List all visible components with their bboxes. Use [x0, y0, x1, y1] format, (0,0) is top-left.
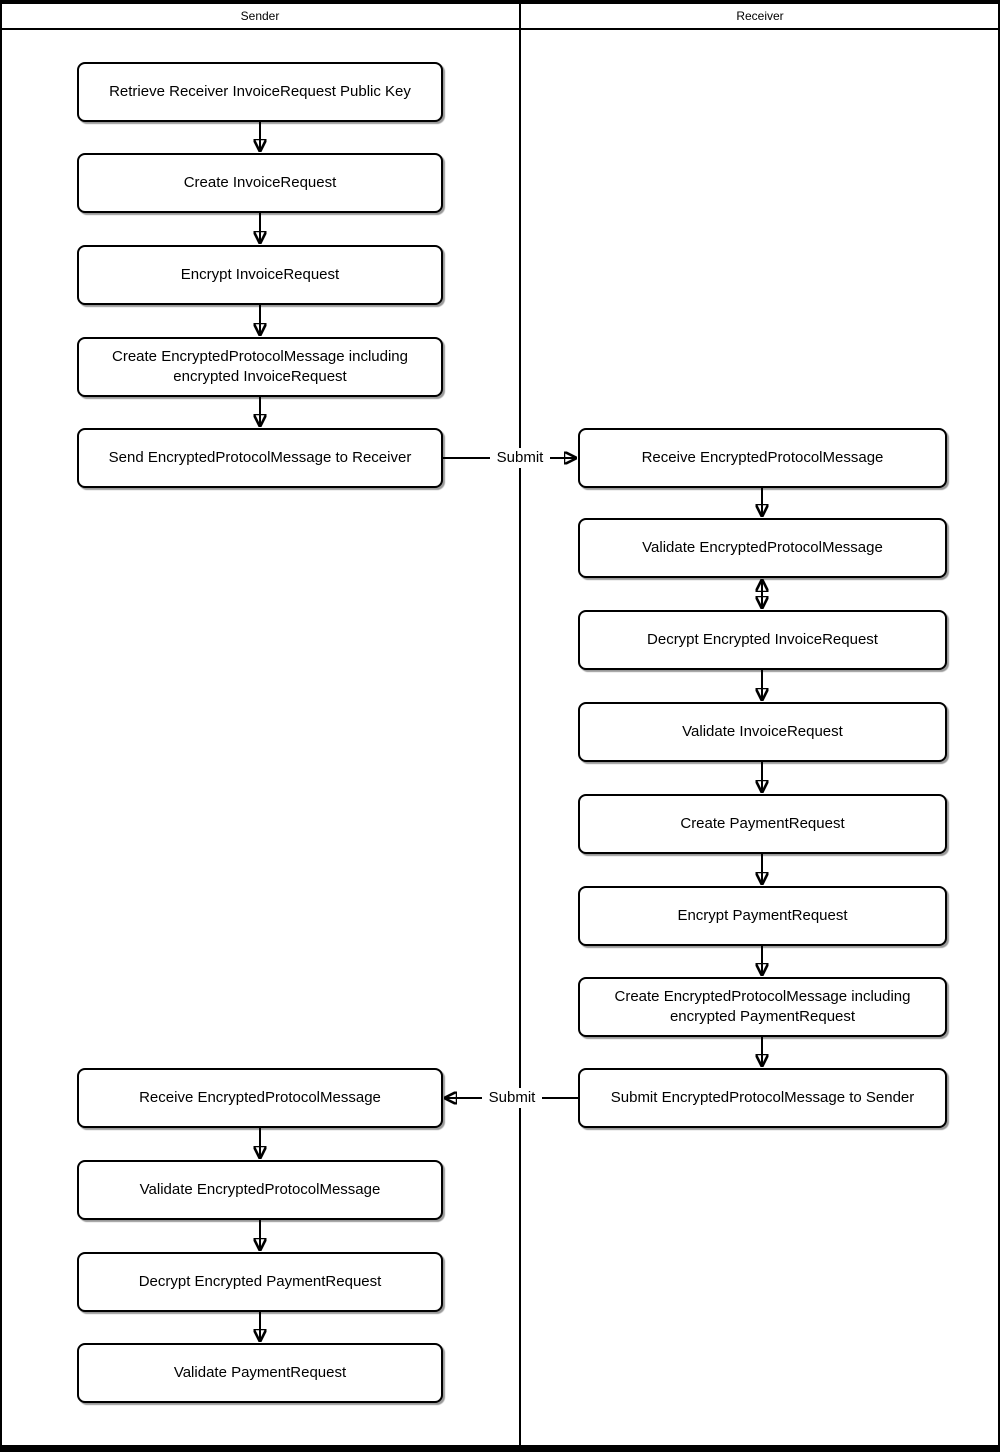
node-sender-decrypt-paymentrequest: Decrypt Encrypted PaymentRequest: [77, 1252, 443, 1312]
node-sender-receive-encryptedprotocolmessage: Receive EncryptedProtocolMessage: [77, 1068, 443, 1128]
node-receiver-decrypt-invoicerequest: Decrypt Encrypted InvoiceRequest: [578, 610, 947, 670]
edge-label-submit-to-sender: Submit: [482, 1088, 542, 1108]
edge-label-submit-to-receiver: Submit: [490, 448, 550, 468]
node-sender-validate-encryptedprotocolmessage: Validate EncryptedProtocolMessage: [77, 1160, 443, 1220]
node-receiver-encrypt-paymentrequest: Encrypt PaymentRequest: [578, 886, 947, 946]
node-receiver-validate-invoicerequest: Validate InvoiceRequest: [578, 702, 947, 762]
node-receiver-create-encryptedprotocolmessage: Create EncryptedProtocolMessage includin…: [578, 977, 947, 1037]
node-sender-create-encryptedprotocolmessage: Create EncryptedProtocolMessage includin…: [77, 337, 443, 397]
lane-title-receiver: Receiver: [736, 9, 784, 23]
lane-divider: [519, 0, 521, 1452]
node-sender-create-invoicerequest: Create InvoiceRequest: [77, 153, 443, 213]
node-receiver-validate-encryptedprotocolmessage: Validate EncryptedProtocolMessage: [578, 518, 947, 578]
node-sender-encrypt-invoicerequest: Encrypt InvoiceRequest: [77, 245, 443, 305]
node-sender-retrieve-public-key: Retrieve Receiver InvoiceRequest Public …: [77, 62, 443, 122]
node-receiver-submit-encryptedprotocolmessage: Submit EncryptedProtocolMessage to Sende…: [578, 1068, 947, 1128]
node-sender-validate-paymentrequest: Validate PaymentRequest: [77, 1343, 443, 1403]
pool-header-separator: [0, 28, 1000, 30]
node-receiver-receive-encryptedprotocolmessage: Receive EncryptedProtocolMessage: [578, 428, 947, 488]
node-receiver-create-paymentrequest: Create PaymentRequest: [578, 794, 947, 854]
node-sender-send-encryptedprotocolmessage: Send EncryptedProtocolMessage to Receive…: [77, 428, 443, 488]
lane-title-sender: Sender: [240, 9, 280, 23]
